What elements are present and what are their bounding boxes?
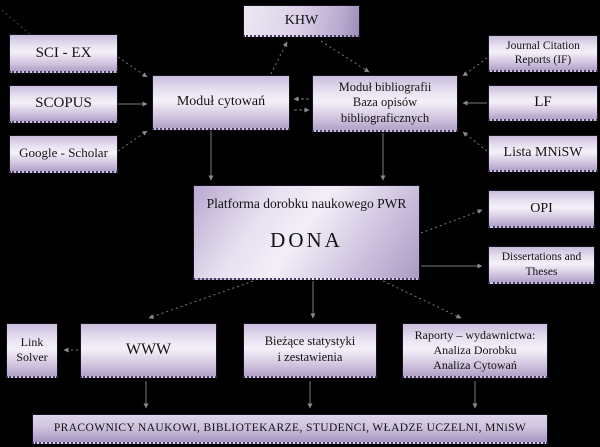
node-opi: OPI [488,190,595,228]
node-journal-citation-reports: Journal Citation Reports (IF) [488,35,598,72]
node-www-label: WWW [125,341,172,358]
node-scopus-label: SCOPUS [35,95,92,112]
node-jcr-line2: Reports (IF) [514,54,572,66]
node-raporty-line2: Analiza Dorobku [433,342,517,357]
node-raporty: Raporty – wydawnictwa: Analiza Dorobku A… [402,323,548,378]
node-www: WWW [80,323,217,378]
node-modul-cytowan: Moduł cytowań [152,75,290,130]
node-sci-ex-label: SCI - EX [35,44,92,61]
node-dona-title: DONA [270,227,343,252]
node-modul-cytowan-label: Moduł cytowań [176,94,266,110]
connector-cytowan-to-khw [270,41,288,75]
node-scopus: SCOPUS [9,85,118,123]
node-raporty-line3: Analiza Cytowań [433,357,517,372]
node-lista-mnisw-label: Lista MNiSW [503,145,583,161]
node-opi-label: OPI [530,200,553,216]
connector-jcr-to-bibliografii [462,57,488,77]
node-dissertations-line1: Dissertations and [501,251,582,264]
node-dissertations-line2: Theses [525,265,558,278]
node-statystyki-line1: Bieżące statystyki [264,334,356,349]
node-dissertations-theses: Dissertations and Theses [488,246,595,284]
node-modul-bibliografii: Moduł bibliografii Baza opisów bibliogra… [312,75,458,132]
node-users-bar: PRACOWNICY NAUKOWI, BIBLIOTEKARZE, STUDE… [32,414,548,444]
connector-dona-to-opi [420,209,483,234]
connector-sciex-to-cytowan [117,56,148,78]
node-khw: KHW [243,5,360,37]
connector-dona-to-raporty [382,280,462,319]
connector-lista-to-bibliografii [462,131,488,152]
node-users-bar-label: PRACOWNICY NAUKOWI, BIBLIOTEKARZE, STUDE… [53,422,527,435]
node-lf-label: LF [534,94,552,111]
connector-khw-to-bibliografii [320,40,370,73]
node-jcr-line1: Journal Citation [506,39,580,52]
node-biezace-statystyki: Bieżące statystyki i zestawienia [243,323,377,378]
node-lf: LF [488,85,598,121]
node-link-solver-line2: Solver [16,350,48,364]
node-lista-mnisw: Lista MNiSW [488,135,598,172]
node-google-scholar: Google - Scholar [9,135,118,173]
node-sci-ex: SCI - EX [9,34,118,73]
node-modul-bibliografii-line3: bibliograficznych [340,110,430,125]
node-link-solver-line1: Link [20,335,44,349]
node-khw-label: KHW [284,12,319,28]
node-dona-platform: Platforma dorobku naukowego PWR DONA [193,185,420,280]
node-modul-bibliografii-line1: Moduł bibliografii [338,79,432,94]
connector-google-to-cytowan [117,130,148,152]
node-link-solver: Link Solver [6,323,58,378]
connector-dona-to-www [148,280,254,319]
node-raporty-line1: Raporty – wydawnictwa: [414,327,536,342]
node-modul-bibliografii-line2: Baza opisów [352,95,418,110]
node-google-scholar-label: Google - Scholar [19,145,108,161]
node-statystyki-line2: i zestawienia [277,350,343,364]
node-dona-subtitle: Platforma dorobku naukowego PWR [206,196,407,211]
